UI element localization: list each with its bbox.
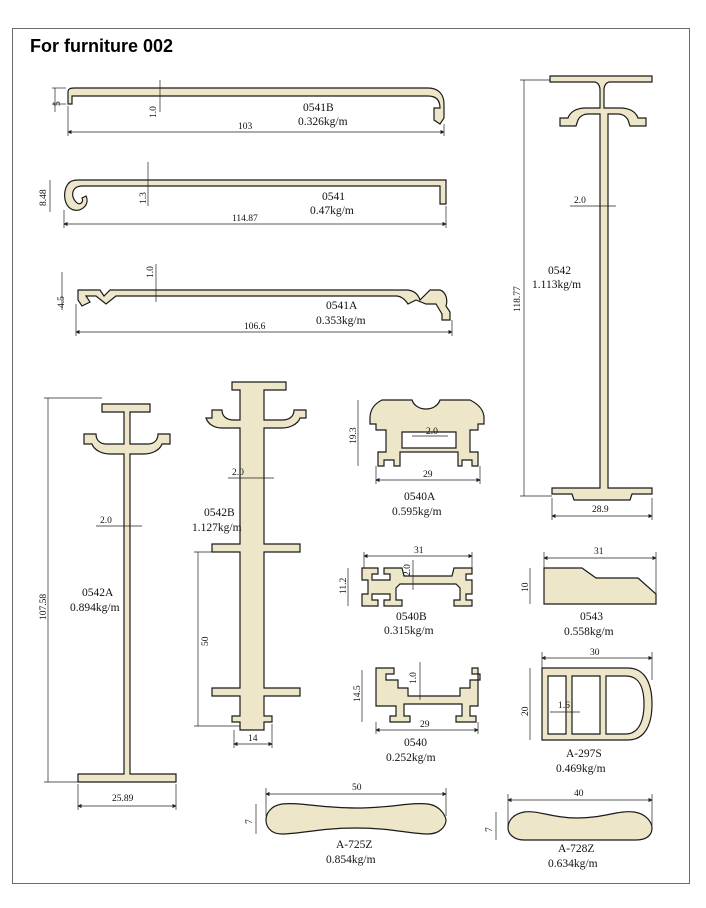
label-0541A-code: 0541A	[326, 300, 358, 312]
dim-0543-height: 10	[521, 582, 531, 592]
profile-0543: 10 31 0543 0.558kg/m	[521, 547, 657, 638]
profile-0540B: 11.2 31 2.0 0540B 0.315kg/m	[339, 546, 473, 637]
dim-0540-width: 29	[420, 720, 430, 730]
label-0541A-weight: 0.353kg/m	[316, 315, 366, 327]
profile-A297S: 20 30 1.6 A-297S 0.469kg/m	[521, 648, 653, 775]
profile-0541A: 4.5 1.0 106.6 0541A 0.353kg/m	[57, 264, 453, 336]
dim-0542A-width: 25.89	[112, 794, 134, 804]
dim-0542-height: 118.77	[513, 286, 523, 312]
profile-0542B: 50 2.0 14 0542B 1.127kg/m	[192, 381, 307, 748]
label-0543-weight: 0.558kg/m	[564, 626, 614, 638]
dim-0542A-height: 107.58	[39, 594, 49, 620]
label-A297S-code: A-297S	[566, 748, 602, 760]
dim-0542B-wall: 2.0	[232, 468, 244, 478]
dim-0540B-width: 31	[414, 546, 424, 556]
label-A728Z-weight: 0.634kg/m	[548, 858, 598, 870]
dim-0541B-height: 5	[53, 101, 63, 106]
dim-0540A-width: 29	[423, 470, 433, 480]
profile-0540A: 19.3 2.0 29 0540A 0.595kg/m	[349, 399, 485, 518]
dim-A297S-width: 30	[590, 648, 600, 658]
dim-0541A-height: 4.5	[57, 296, 67, 308]
dim-0543-width: 31	[594, 547, 604, 557]
label-A297S-weight: 0.469kg/m	[556, 763, 606, 775]
label-0541-code: 0541	[322, 191, 345, 203]
dim-0542B-width: 14	[248, 734, 258, 744]
dim-0542A-wall: 2.0	[100, 516, 112, 526]
dim-0541-height: 8.48	[39, 189, 49, 206]
dim-0540B-height: 11.2	[339, 577, 349, 594]
label-0540B-weight: 0.315kg/m	[384, 625, 434, 637]
profile-0541B: 5 1.0 103 0541B 0.326kg/m	[52, 80, 445, 136]
label-0540-weight: 0.252kg/m	[386, 752, 436, 764]
label-0542-code: 0542	[548, 265, 571, 277]
dim-0541B-wall: 1.0	[149, 106, 159, 118]
profile-0541: 8.48 1.3 114.87 0541 0.47kg/m	[39, 162, 447, 228]
sheet-title: For furniture 002	[30, 36, 174, 56]
dim-A728Z-height: 7	[485, 827, 495, 832]
dim-0541B-width: 103	[238, 122, 253, 132]
label-0542B-weight: 1.127kg/m	[192, 522, 242, 534]
dim-0541-width: 114.87	[232, 214, 258, 224]
dim-0541-wall: 1.3	[139, 192, 149, 204]
dim-A728Z-width: 40	[574, 789, 584, 799]
dim-0540-height: 14.5	[353, 685, 363, 702]
dim-0540-wall: 1.0	[409, 672, 419, 684]
label-0542A-weight: 0.894kg/m	[70, 602, 120, 614]
label-0542A-code: 0542A	[82, 587, 114, 599]
dim-0541A-width: 106.6	[244, 322, 266, 332]
dim-A725Z-height: 7	[245, 819, 255, 824]
label-0540-code: 0540	[404, 737, 427, 749]
label-0542B-code: 0542B	[204, 507, 235, 519]
profile-0542: 118.77 2.0 28.9 0542 1.113kg/m	[513, 75, 653, 520]
dim-0540B-wall: 2.0	[403, 564, 413, 576]
dim-A725Z-width: 50	[352, 783, 362, 793]
label-0540A-weight: 0.595kg/m	[392, 506, 442, 518]
profile-0542A: 107.58 2.0 25.89 0542A 0.894kg/m	[39, 397, 177, 810]
label-0540A-code: 0540A	[404, 491, 436, 503]
label-A728Z-code: A-728Z	[558, 843, 594, 855]
label-0541-weight: 0.47kg/m	[310, 205, 354, 217]
profile-A725Z: 7 50 A-725Z 0.854kg/m	[245, 783, 447, 866]
label-A725Z-code: A-725Z	[336, 839, 372, 851]
profile-A728Z: 7 40 A-728Z 0.634kg/m	[485, 789, 653, 870]
dim-A297S-height: 20	[521, 706, 531, 716]
label-0543-code: 0543	[580, 611, 603, 623]
label-0540B-code: 0540B	[396, 611, 427, 623]
dim-0541A-wall: 1.0	[146, 266, 156, 278]
label-0541B-weight: 0.326kg/m	[298, 116, 348, 128]
dim-0542B-spacing: 50	[201, 636, 211, 646]
label-0542-weight: 1.113kg/m	[532, 279, 581, 291]
dim-0542-wall: 2.0	[574, 196, 586, 206]
dim-A297S-wall: 1.6	[558, 701, 570, 711]
label-A725Z-weight: 0.854kg/m	[326, 854, 376, 866]
dim-0542-width: 28.9	[592, 505, 609, 515]
dim-0540A-height: 19.3	[349, 427, 359, 444]
profile-0540: 14.5 1.0 29 0540 0.252kg/m	[353, 662, 481, 764]
dim-0540A-wall: 2.0	[426, 427, 438, 437]
label-0541B-code: 0541B	[303, 102, 334, 114]
